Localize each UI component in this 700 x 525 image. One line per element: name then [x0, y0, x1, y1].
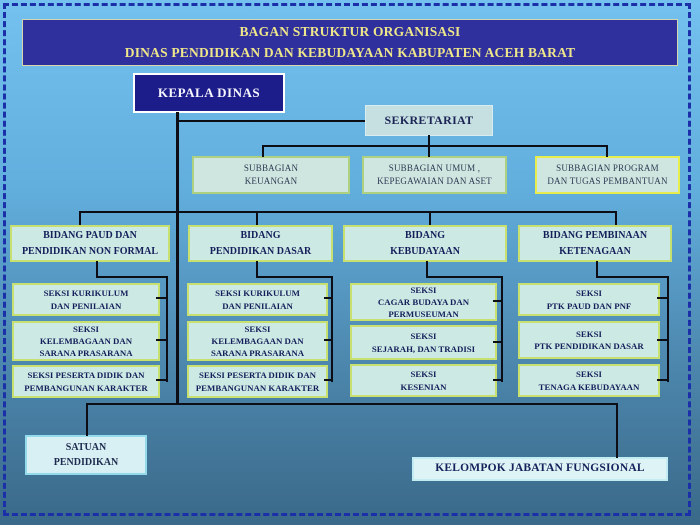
seksi-box-c1-r2: SEKSI KELEMBAGAAN DAN SARANA PRASARANA [12, 321, 160, 361]
connector-line [426, 276, 503, 278]
connector-line [156, 339, 166, 341]
connector-line [493, 300, 501, 302]
seksi-box-c3-r1: SEKSI CAGAR BUDAYA DAN PERMUSEUMAN [350, 283, 497, 321]
chart-title-line2: DINAS PENDIDIKAN DAN KEBUDAYAAN KABUPATE… [124, 44, 576, 60]
seksi-box-c4-r3: SEKSI TENAGA KEBUDAYAAN [518, 364, 660, 397]
connector-line [616, 403, 618, 458]
seksi-box-c2-r1: SEKSI KURIKULUM DAN PENILAIAN [187, 283, 328, 316]
connector-line [156, 379, 166, 381]
connector-line [256, 276, 333, 278]
connector-line [606, 145, 608, 157]
connector-line [429, 211, 431, 225]
connector-line [256, 211, 258, 225]
connector-line [262, 145, 608, 147]
connector-line [156, 297, 166, 299]
connector-line [86, 403, 618, 405]
connector-line [596, 261, 598, 278]
subbagian-umum-box: SUBBAGIAN UMUM , KEPEGAWAIAN DAN ASET [362, 156, 507, 194]
seksi-box-c2-r3: SEKSI PESERTA DIDIK DAN PEMBANGUNAN KARA… [187, 365, 328, 398]
chart-title-line1: BAGAN STRUKTUR ORGANISASI [239, 23, 461, 39]
seksi-box-c4-r1: SEKSI PTK PAUD DAN PNF [518, 283, 660, 316]
bidang-pembinaan-box: BIDANG PEMBINAAN KETENAGAAN [518, 225, 672, 262]
kelompok-jabatan-box: KELOMPOK JABATAN FUNGSIONAL [412, 457, 668, 481]
connector-line [501, 276, 503, 382]
connector-line [657, 339, 667, 341]
connector-line [324, 339, 331, 341]
connector-line [596, 276, 669, 278]
bidang-kebudayaan-box: BIDANG KEBUDAYAAN [343, 225, 507, 262]
connector-line [176, 112, 179, 405]
connector-line [493, 379, 501, 381]
subbagian-keuangan-box: SUBBAGIAN KEUANGAN [192, 156, 350, 194]
connector-line [493, 341, 501, 343]
connector-line [324, 297, 331, 299]
chart-title-bar: BAGAN STRUKTUR ORGANISASI DINAS PENDIDIK… [22, 19, 678, 66]
connector-line [86, 403, 88, 436]
connector-line [79, 211, 617, 213]
connector-line [324, 379, 331, 381]
connector-line [166, 276, 168, 382]
connector-line [177, 120, 365, 122]
seksi-box-c4-r2: SEKSI PTK PENDIDIKAN DASAR [518, 321, 660, 359]
seksi-box-c1-r1: SEKSI KURIKULUM DAN PENILAIAN [12, 283, 160, 316]
connector-line [256, 261, 258, 278]
connector-line [657, 297, 667, 299]
seksi-box-c2-r2: SEKSI KELEMBAGAAN DAN SARANA PRASARANA [187, 321, 328, 361]
satuan-pendidikan-box: SATUAN PENDIDIKAN [25, 435, 147, 475]
seksi-box-c1-r3: SEKSI PESERTA DIDIK DAN PEMBANGUNAN KARA… [12, 365, 160, 398]
seksi-box-c3-r3: SEKSI KESENIAN [350, 364, 497, 397]
connector-line [262, 145, 264, 157]
connector-line [96, 276, 168, 278]
connector-line [428, 135, 430, 147]
bidang-paud-box: BIDANG PAUD DAN PENDIDIKAN NON FORMAL [10, 225, 170, 262]
kepala-dinas-box: KEPALA DINAS [133, 73, 285, 113]
subbagian-program-box: SUBBAGIAN PROGRAM DAN TUGAS PEMBANTUAN [535, 156, 680, 194]
connector-line [426, 261, 428, 278]
connector-line [657, 379, 667, 381]
connector-line [331, 276, 333, 382]
connector-line [667, 276, 669, 382]
seksi-box-c3-r2: SEKSI SEJARAH, DAN TRADISI [350, 325, 497, 360]
connector-line [96, 261, 98, 278]
connector-line [428, 145, 430, 157]
connector-line [615, 211, 617, 225]
bidang-pendidikan-dasar-box: BIDANG PENDIDIKAN DASAR [188, 225, 333, 262]
connector-line [79, 211, 81, 225]
sekretariat-box: SEKRETARIAT [365, 105, 493, 136]
